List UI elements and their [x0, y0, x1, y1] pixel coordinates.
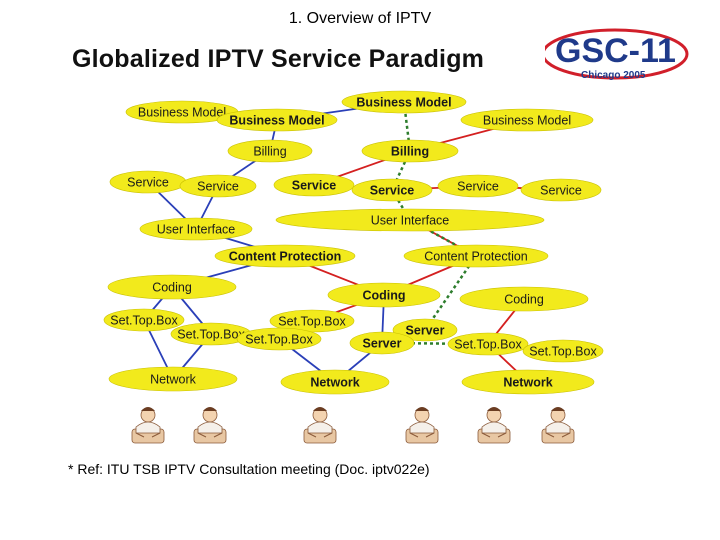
node-label: User Interface — [371, 214, 450, 228]
node-cod2: Coding — [328, 283, 440, 307]
node-srv2: Server — [350, 332, 414, 354]
node-cp1: Content Protection — [215, 245, 355, 267]
node-label: Network — [503, 376, 552, 390]
node-label: Service — [197, 180, 239, 194]
node-label: Set.Top.Box — [177, 328, 245, 342]
node-net2: Network — [281, 370, 389, 394]
node-stb1: Set.Top.Box — [104, 309, 184, 331]
node-bm2: Business Model — [217, 109, 337, 131]
node-label: Set.Top.Box — [529, 345, 597, 359]
node-label: Coding — [152, 281, 192, 295]
person-icon — [194, 407, 226, 443]
node-net1: Network — [109, 367, 237, 391]
node-cod1: Coding — [108, 275, 236, 299]
node-svc4: Service — [352, 179, 432, 201]
person-icon — [542, 407, 574, 443]
node-label: Service — [540, 184, 582, 198]
node-label: Business Model — [138, 106, 226, 120]
node-label: Billing — [253, 145, 286, 159]
person-icon — [478, 407, 510, 443]
node-label: Set.Top.Box — [245, 333, 313, 347]
person-icon — [406, 407, 438, 443]
node-stb4: Set.Top.Box — [237, 328, 321, 350]
node-label: User Interface — [157, 223, 236, 237]
node-svc1: Service — [110, 171, 186, 193]
node-label: Business Model — [356, 96, 451, 110]
node-label: Business Model — [483, 114, 571, 128]
node-label: Business Model — [229, 114, 324, 128]
node-label: Service — [292, 179, 337, 193]
node-label: Content Protection — [229, 250, 342, 264]
person-icon — [304, 407, 336, 443]
node-label: Network — [150, 373, 197, 387]
node-label: Service — [370, 184, 415, 198]
node-label: Server — [363, 337, 402, 351]
node-svc6: Service — [521, 179, 601, 201]
node-label: Network — [310, 376, 359, 390]
node-label: Server — [406, 324, 445, 338]
node-label: Set.Top.Box — [454, 338, 522, 352]
node-label: Content Protection — [424, 250, 528, 264]
people-row — [132, 407, 574, 443]
node-label: Coding — [504, 293, 544, 307]
node-ui2: User Interface — [276, 209, 544, 231]
node-net3: Network — [462, 370, 594, 394]
node-label: Billing — [391, 145, 429, 159]
node-label: Service — [457, 180, 499, 194]
node-label: Service — [127, 176, 169, 190]
node-cp2: Content Protection — [404, 245, 548, 267]
node-label: Coding — [362, 289, 405, 303]
person-icon — [132, 407, 164, 443]
node-bill1: Billing — [228, 140, 312, 162]
node-stb6: Set.Top.Box — [523, 340, 603, 362]
node-stb5: Set.Top.Box — [448, 333, 528, 355]
reference-note: * Ref: ITU TSB IPTV Consultation meeting… — [68, 461, 430, 477]
node-label: Set.Top.Box — [110, 314, 178, 328]
node-bm3: Business Model — [342, 91, 466, 113]
node-bm4: Business Model — [461, 109, 593, 131]
node-svc2: Service — [180, 175, 256, 197]
node-bill2: Billing — [362, 140, 458, 162]
node-cod3: Coding — [460, 287, 588, 311]
node-ui1: User Interface — [140, 218, 252, 240]
node-svc3: Service — [274, 174, 354, 196]
node-svc5: Service — [438, 175, 518, 197]
node-label: Set.Top.Box — [278, 315, 346, 329]
